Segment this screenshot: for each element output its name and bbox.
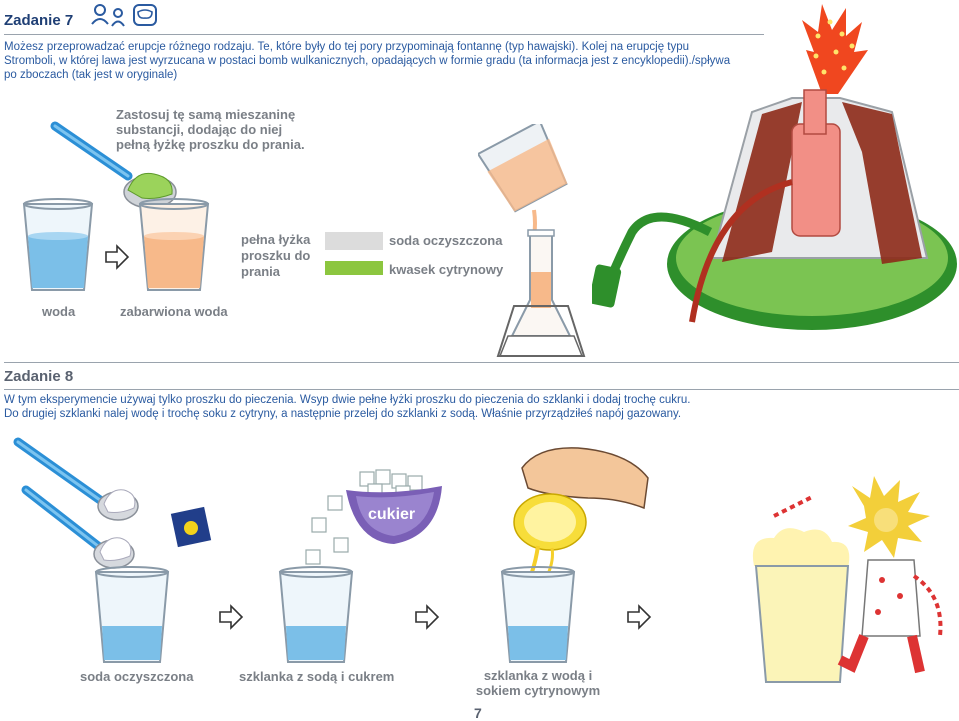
pouring-beaker-flask-illustration [478,124,608,364]
glass-soda-sugar-illustration [276,566,356,666]
task8-divider-top [4,362,959,363]
colored-water-glass-illustration [136,198,212,294]
arrow-right-icon [626,604,652,630]
task7-text-line2: Stromboli, w której lawa jest wyrzucana … [4,55,731,67]
task8-text-line2: Do drugiej szklanki nalej wodę i trochę … [4,408,682,420]
colored-water-label: zabarwiona woda [120,304,228,319]
sugar-label: cukier [368,506,416,523]
sugar-bowl-illustration [300,466,450,576]
page-number: 7 [474,705,482,721]
acid-swatch [325,261,383,275]
task7-title: Zadanie 7 [4,12,74,29]
powder-label-line3: prania [241,264,281,279]
legend-acid-label: kwasek cytrynowy [389,262,504,277]
instruction-line3: pełną łyżkę proszku do prania. [116,137,305,152]
instruction-line1: Zastosuj tę samą mieszaninę [116,107,296,122]
task7-text-line3: po zboczach (tak jest w oryginale) [4,69,178,81]
fizzy-drink-character-illustration [744,476,958,696]
task8-text-line1: W tym eksperymencie używaj tylko proszku… [4,394,691,406]
lemon-glass-label: szklanka z wodą i sokiem cytrynowym [470,668,606,698]
task7-text-line1: Możesz przeprowadzać erupcje różnego rod… [4,41,690,53]
legend-soda-label: soda oczyszczona [389,233,503,248]
arrow-right-icon [414,604,440,630]
task7-divider [4,34,764,35]
glass-soda-illustration [92,566,172,666]
powder-label: pełna łyżka proszku do prania [241,232,310,280]
task7-text: Możesz przeprowadzać erupcje różnego rod… [4,40,764,82]
lemon-glass-label-line1: szklanka z wodą i [483,668,593,683]
water-label: woda [42,304,76,319]
instruction-line2: substancji, dodając do niej [116,122,283,137]
spoon-green-powder-illustration [50,118,180,218]
arrow-right-icon [104,244,130,270]
task8-divider [4,389,959,390]
lemon-glass-label-line2: sokiem cytrynowym [475,683,601,698]
people-icon [90,2,134,28]
soda-glass-label: soda oczyszczona [80,669,194,684]
powder-label-line1: pełna łyżka [241,232,311,247]
task8-text: W tym eksperymencie używaj tylko proszku… [4,393,954,421]
lemon-squeeze-illustration [508,438,658,578]
arrow-right-icon [218,604,244,630]
goggles-icon [133,4,157,26]
task7-instruction: Zastosuj tę samą mieszaninę substancji, … [116,107,346,152]
task8-title: Zadanie 8 [4,368,74,385]
baking-powder-packet-icon [166,502,216,552]
water-glass-illustration [20,198,96,294]
soda-swatch [325,232,383,250]
glass-lemon-water-illustration [498,566,578,666]
powder-label-line2: proszku do [241,248,311,263]
volcano-model-illustration [592,2,959,352]
two-spoons-powder-illustration [12,436,152,586]
soda-sugar-glass-label: szklanka z sodą i cukrem [239,669,395,684]
